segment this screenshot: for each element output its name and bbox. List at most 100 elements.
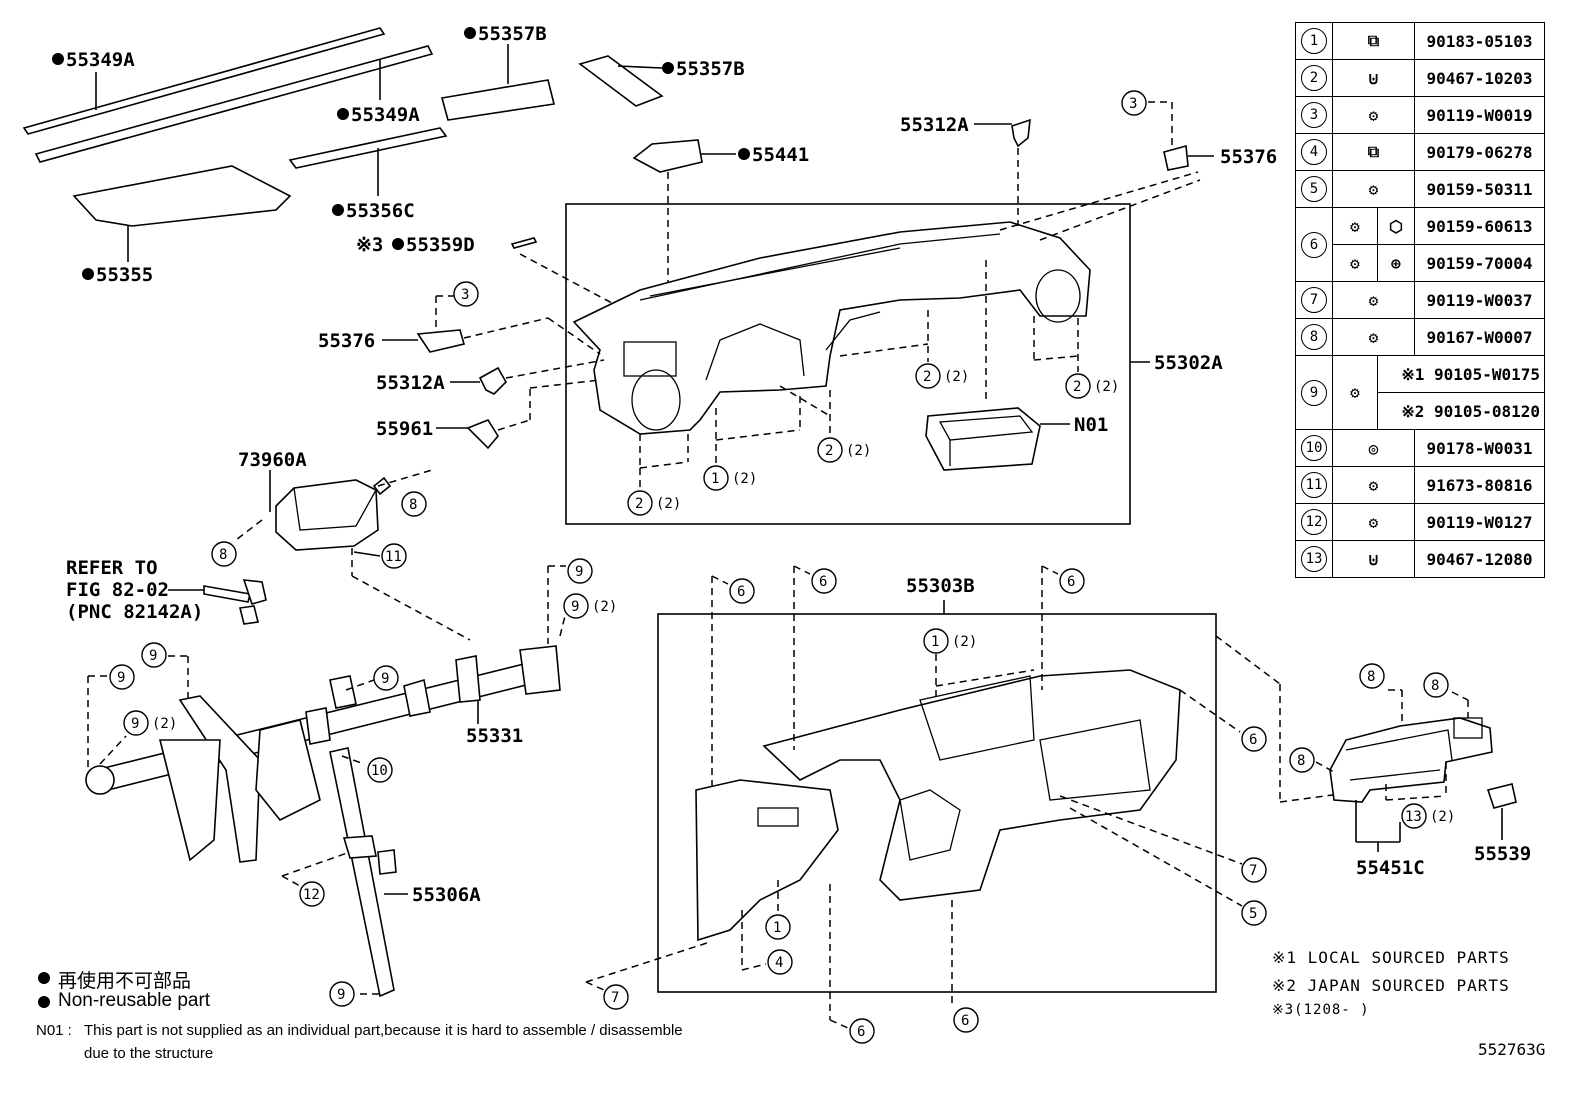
- label-55961: 55961: [376, 418, 433, 440]
- label-55357B: 55357B: [478, 23, 547, 45]
- svg-text:9: 9: [117, 670, 125, 686]
- figure-id: 552763G: [1478, 1040, 1546, 1059]
- label-55312A: 55312A: [900, 114, 969, 136]
- fastener-row-10: 10 ◎ 90178-W0031: [1295, 429, 1545, 467]
- refer-line-1: REFER TO: [66, 557, 158, 579]
- callout-9: [141, 642, 167, 668]
- svg-text:2: 2: [1073, 379, 1081, 395]
- clip-icon: ⊎: [1368, 549, 1379, 569]
- svg-text:8: 8: [1297, 753, 1305, 769]
- hex-head-icon: ⬡: [1389, 216, 1403, 236]
- svg-text:(2): (2): [592, 599, 617, 615]
- part-55357B-b: [578, 55, 664, 107]
- clip-icon: ⊎: [1368, 68, 1379, 88]
- fastener-row-9b: ※2 90105-08120: [1296, 392, 1545, 430]
- source-local: ※1 LOCAL SOURCED PARTS: [1272, 948, 1510, 967]
- svg-text:9: 9: [575, 564, 583, 580]
- callout-8: [211, 541, 237, 567]
- svg-text:6: 6: [1067, 574, 1075, 590]
- fastener-row-6b: ⚙ ⊕ 90159-70004: [1296, 244, 1545, 282]
- part-82142A-wire-clip: [203, 579, 267, 625]
- non-reusable-dot: [337, 108, 349, 120]
- label-55539: 55539: [1474, 843, 1531, 865]
- callout-1-group: 1 (2): [703, 396, 801, 491]
- svg-text:2: 2: [825, 443, 833, 459]
- fastener-row-7: 7 ⚙ 90119-W0037: [1295, 281, 1545, 319]
- label-55359D-mark: ※3: [356, 234, 383, 256]
- svg-text:9: 9: [131, 716, 139, 732]
- svg-text:8: 8: [219, 547, 227, 563]
- svg-text:6: 6: [857, 1024, 865, 1040]
- label-55357B-2: 55357B: [676, 58, 745, 80]
- callout-5-group: 5: [1069, 807, 1267, 926]
- fastener-row-2: 2 ⊎ 90467-10203: [1295, 59, 1545, 97]
- callout-8: [1289, 747, 1315, 773]
- callout-3: [453, 281, 479, 307]
- part-55356C-panel: [288, 127, 448, 196]
- part-N01-vent: [925, 407, 1070, 471]
- label-55312A-2: 55312A: [376, 372, 445, 394]
- callout-2-group-b: 2 (2): [779, 385, 871, 463]
- nut-icon: ◎: [1368, 438, 1379, 458]
- label-55302A: 55302A: [1154, 352, 1223, 374]
- non-reusable-dot: [464, 27, 476, 39]
- svg-text:1: 1: [773, 920, 781, 936]
- refer-line-3: (PNC 82142A): [66, 601, 203, 623]
- svg-text:9: 9: [381, 671, 389, 687]
- svg-text:6: 6: [819, 574, 827, 590]
- legend-en: Non-reusable part: [58, 990, 211, 1011]
- svg-text:7: 7: [611, 990, 619, 1006]
- callout-9: [563, 593, 589, 619]
- screw-icon: ⚙: [1368, 105, 1379, 125]
- refer-line-2: FIG 82-02: [66, 579, 169, 601]
- callout-8: [1423, 672, 1449, 698]
- fastener-row-6a: 6 ⚙ ⬡ 90159-60613: [1295, 207, 1545, 282]
- label-55441: 55441: [752, 144, 809, 166]
- svg-text:12: 12: [303, 887, 320, 903]
- svg-text:(2): (2): [1430, 809, 1455, 825]
- screw-icon: ⚙: [1350, 383, 1360, 402]
- part-55451C-bracket: [1329, 717, 1493, 803]
- svg-text:2: 2: [635, 496, 643, 512]
- part-55441-cover: [632, 139, 736, 340]
- svg-text:9: 9: [337, 987, 345, 1003]
- svg-text:7: 7: [1249, 863, 1257, 879]
- legend-dot: [38, 996, 50, 1008]
- fastener-row-11: 11 ⚙ 91673-80816: [1295, 466, 1545, 504]
- note-line-2: due to the structure: [84, 1045, 214, 1062]
- screw-icon: ⚙: [1368, 290, 1379, 310]
- label-55349A-2: 55349A: [351, 104, 420, 126]
- note-code: N01 :: [36, 1022, 72, 1039]
- svg-text:10: 10: [371, 763, 388, 779]
- phillips-head-icon: ⊕: [1391, 253, 1401, 273]
- callout-11: [381, 543, 407, 569]
- svg-text:8: 8: [409, 497, 417, 513]
- svg-text:8: 8: [1431, 678, 1439, 694]
- group-box-55302A: [565, 203, 1131, 525]
- source-date: ※3(1208- ): [1272, 1002, 1370, 1018]
- label-55355: 55355: [96, 264, 153, 286]
- callout-4-group: 4: [741, 910, 793, 975]
- screw-icon: ⚙: [1350, 253, 1360, 273]
- svg-text:(2): (2): [1094, 379, 1119, 395]
- callout-3-num: 3: [1129, 96, 1137, 112]
- label-N01: N01: [1074, 414, 1108, 436]
- svg-text:(2): (2): [656, 496, 681, 512]
- svg-text:4: 4: [775, 955, 783, 971]
- svg-text:(2): (2): [846, 443, 871, 459]
- legend-dot: [38, 972, 50, 984]
- fastener-table: 1 ⧉ 90183-05103 2 ⊎ 90467-10203 3 ⚙ 9011…: [1295, 22, 1545, 578]
- screw-icon: ⚙: [1368, 512, 1379, 532]
- callout-9: [123, 710, 149, 736]
- callout-1-lower-group: 1 (2) 1: [765, 628, 1035, 940]
- label-55303B: 55303B: [906, 575, 975, 597]
- svg-text:(2): (2): [152, 716, 177, 732]
- note-line-1: This part is not supplied as an individu…: [84, 1022, 683, 1039]
- part-55312A-clip-left: [478, 366, 507, 395]
- callout-9: [329, 981, 355, 1007]
- svg-text:(2): (2): [732, 471, 757, 487]
- part-55539-clip: [1486, 783, 1517, 809]
- screw-icon: ⚙: [1368, 327, 1379, 347]
- non-reusable-dot: [738, 148, 750, 160]
- svg-text:(2): (2): [944, 369, 969, 385]
